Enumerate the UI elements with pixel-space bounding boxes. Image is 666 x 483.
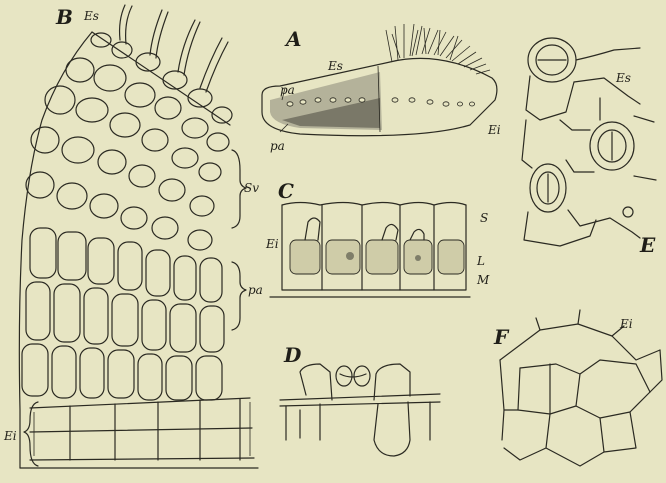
panel-b-label-sv: Sv — [244, 181, 259, 195]
panel-e-label-es: Es — [615, 71, 631, 85]
panel-d-letter: D — [283, 343, 302, 367]
panel-c-label-m: M — [476, 273, 490, 287]
panel-c-label-l: L — [476, 254, 485, 268]
panel-a-label-pa-bottom: pa — [270, 139, 285, 153]
panel-c-cell-row — [270, 203, 470, 298]
panel-e-letter: E — [639, 233, 656, 257]
panel-a-letter: A — [284, 27, 302, 51]
panel-c-label-ei: Ei — [265, 237, 279, 251]
panel-a-label-es: Es — [327, 59, 343, 73]
panel-b-label-ei: Ei — [3, 429, 17, 443]
panel-c-letter: C — [278, 179, 294, 203]
panel-b-label-pa: pa — [248, 283, 263, 297]
panel-f-epidermis — [500, 310, 662, 466]
panel-c-label-s: S — [480, 211, 488, 225]
panel-a-label-ei: Ei — [487, 123, 501, 137]
panel-f-letter: F — [493, 325, 510, 349]
panel-e-epidermis — [522, 38, 656, 246]
panel-b-letter: B — [55, 5, 73, 29]
panel-a-label-pa-top: pa — [280, 83, 295, 97]
panel-b-leaf-section — [19, 5, 258, 468]
panel-f-label-ei: Ei — [619, 317, 633, 331]
panel-d-stoma-section — [280, 364, 440, 456]
panel-b-label-es: Es — [83, 9, 99, 23]
